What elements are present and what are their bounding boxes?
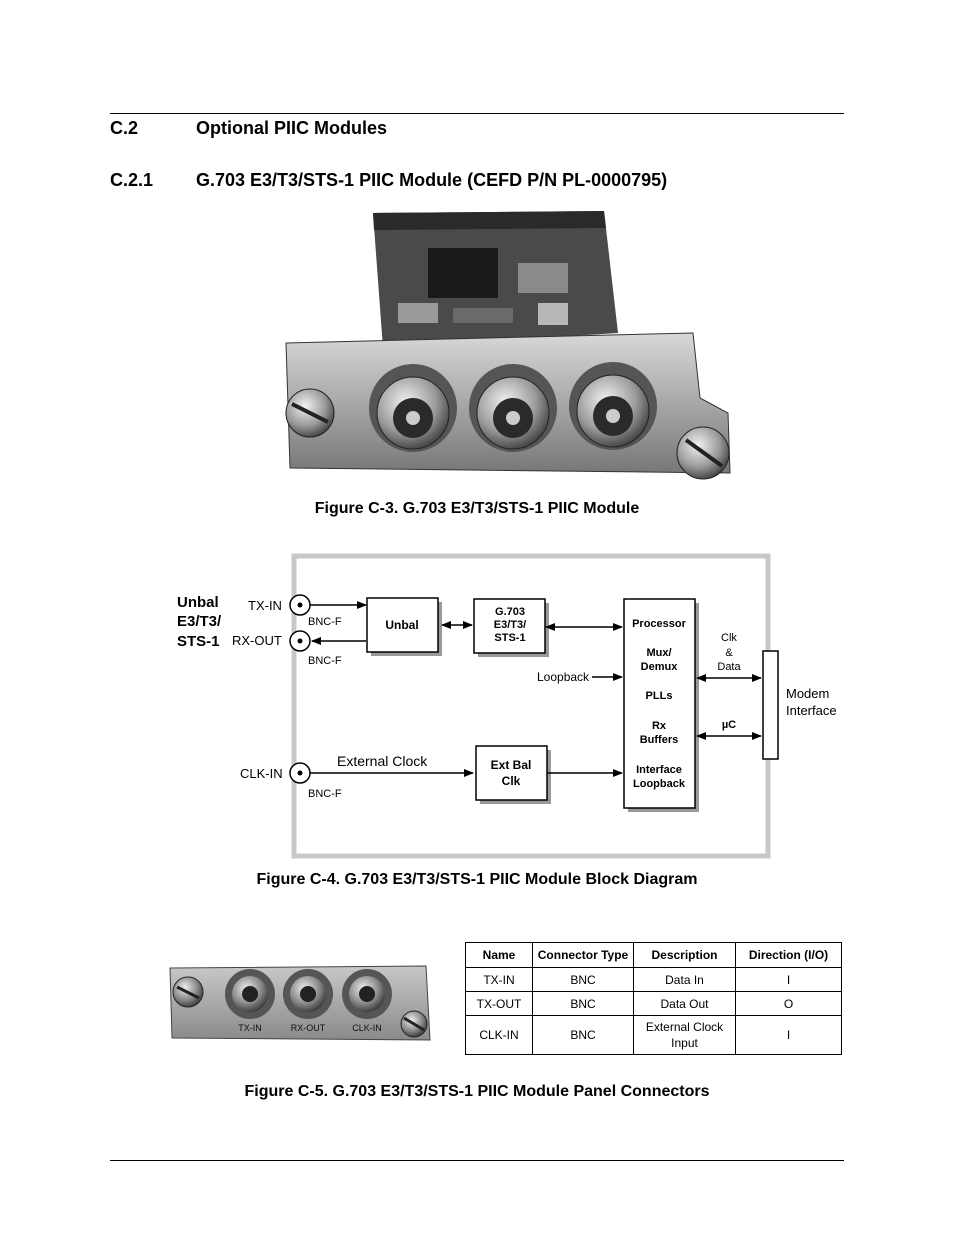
g703-line3: STS-1 <box>494 632 525 644</box>
unbal-label-line2: E3/T3/ <box>177 613 222 630</box>
table-row: TX-OUT BNC Data Out O <box>465 991 842 1016</box>
panel-label-clk-in: CLK-IN <box>352 1023 382 1033</box>
loopback-label: Loopback <box>537 670 590 684</box>
clk-in-label: CLK-IN <box>240 766 283 781</box>
cell-name: TX-IN <box>465 967 533 992</box>
g703-line1: G.703 <box>495 606 525 618</box>
figure-c4-caption: Figure C-4. G.703 E3/T3/STS-1 PIIC Modul… <box>256 871 698 888</box>
clk-in-connector-icon <box>289 762 311 784</box>
col-connector-type: Connector Type <box>532 942 634 968</box>
col-description: Description <box>633 942 736 968</box>
rx-out-connector-icon <box>289 630 311 652</box>
panel-label-tx-in: TX-IN <box>238 1023 262 1033</box>
cell-name: TX-OUT <box>465 991 533 1016</box>
ext-bal-line1: Ext Bal <box>491 758 532 772</box>
table-header-row: Name Connector Type Description Directio… <box>465 942 842 968</box>
cell-description: External Clock Input <box>633 1015 736 1055</box>
modem-line1: Modem <box>786 686 829 701</box>
subsection-number: C.2.1 <box>110 170 154 190</box>
table-row: TX-IN BNC Data In I <box>465 967 842 992</box>
col-name: Name <box>465 942 533 968</box>
subsection-title: G.703 E3/T3/STS-1 PIIC Module (CEFD P/N … <box>196 170 668 190</box>
proc-mux: Mux/ <box>646 647 671 659</box>
ext-bal-line2: Clk <box>502 774 521 788</box>
module-photo <box>285 211 731 480</box>
unbal-label-line3: STS-1 <box>177 633 220 650</box>
panel-photo: TX-IN RX-OUT CLK-IN <box>169 965 431 1041</box>
clk-data-line3: Data <box>717 661 741 673</box>
figure-c3-caption: Figure C-3. G.703 E3/T3/STS-1 PIIC Modul… <box>314 500 640 517</box>
unbal-label-line1: Unbal <box>177 594 219 611</box>
top-rule <box>110 113 844 114</box>
rx-out-label: RX-OUT <box>232 633 282 648</box>
ext-bal-clk-block <box>475 745 548 801</box>
proc-rx: Rx <box>652 720 667 732</box>
proc-demux: Demux <box>641 661 679 673</box>
table-row: CLK-IN BNC External Clock Input I <box>465 1015 842 1055</box>
section-title: Optional PIIC Modules <box>196 118 388 138</box>
processor-block <box>623 598 696 809</box>
cell-type: BNC <box>532 1015 634 1055</box>
connector-table: Name Connector Type Description Directio… <box>465 942 842 1055</box>
unbal-block <box>366 597 439 653</box>
external-clock-label: External Clock <box>337 753 428 769</box>
g703-block <box>473 598 546 654</box>
proc-plls: PLLs <box>646 690 673 702</box>
cell-direction: I <box>735 967 842 992</box>
cell-description: Data In <box>633 967 736 992</box>
clk-data-line2: & <box>725 647 733 659</box>
modem-line2: Interface <box>786 703 837 718</box>
g703-line2: E3/T3/ <box>494 619 526 631</box>
uc-label: µC <box>722 719 736 731</box>
proc-interface: Interface <box>636 764 682 776</box>
proc-loopback: Loopback <box>633 778 686 790</box>
cell-type: BNC <box>532 991 634 1016</box>
proc-processor: Processor <box>632 618 687 630</box>
tx-in-label: TX-IN <box>248 598 282 613</box>
modem-interface-bar <box>762 650 779 760</box>
cell-name: CLK-IN <box>465 1015 533 1055</box>
panel-label-rx-out: RX-OUT <box>291 1023 326 1033</box>
col-direction: Direction (I/O) <box>735 942 842 968</box>
bottom-rule <box>110 1160 844 1161</box>
bncf-label-1: BNC-F <box>308 616 342 628</box>
unbal-block-label: Unbal <box>385 618 418 632</box>
cell-direction: O <box>735 991 842 1016</box>
bncf-label-3: BNC-F <box>308 788 342 800</box>
tx-in-connector-icon <box>289 594 311 616</box>
block-diagram: Unbal E3/T3/ STS-1 TX-IN RX-OUT BNC-F BN… <box>177 553 837 859</box>
clk-data-line1: Clk <box>721 632 737 644</box>
figure-c5-caption: Figure C-5. G.703 E3/T3/STS-1 PIIC Modul… <box>244 1083 710 1100</box>
cell-type: BNC <box>532 967 634 992</box>
proc-buffers: Buffers <box>640 734 679 746</box>
section-number: C.2 <box>110 118 139 138</box>
bncf-label-2: BNC-F <box>308 655 342 667</box>
cell-description: Data Out <box>633 991 736 1016</box>
cell-direction: I <box>735 1015 842 1055</box>
